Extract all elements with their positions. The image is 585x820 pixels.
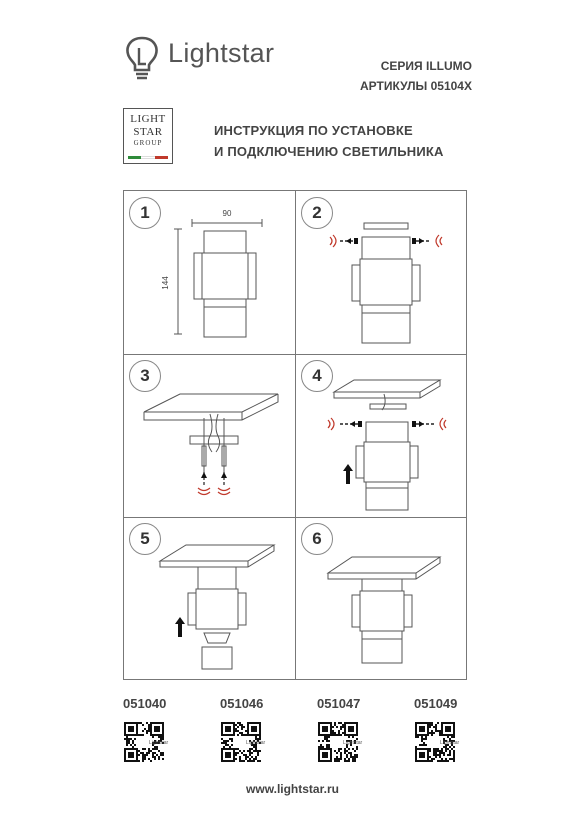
- lightstar-logo-icon: [126, 36, 158, 80]
- grid-divider: [295, 191, 296, 679]
- product-code-1: 051040: [123, 696, 167, 711]
- articles-title: АРТИКУЛЫ 05104X: [360, 79, 472, 93]
- step-2-panel: 2: [296, 191, 468, 354]
- qr-code-icon[interactable]: [415, 722, 455, 762]
- group-logo-line2: STAR: [133, 126, 163, 138]
- step-4-attach-illustration: [327, 379, 447, 511]
- website-link[interactable]: www.lightstar.ru: [246, 782, 339, 796]
- step-1-panel: 1 90 144: [124, 191, 296, 354]
- qr-label-3: Lightstar: [343, 740, 363, 746]
- step-5-insert-lamp-illustration: [158, 544, 276, 670]
- product-code-3: 051047: [317, 696, 361, 711]
- step-6-number: 6: [301, 523, 333, 555]
- group-logo-line3: GROUP: [133, 139, 163, 147]
- product-code-4: 051049: [414, 696, 458, 711]
- instruction-line1: ИНСТРУКЦИЯ ПО УСТАНОВКЕ: [214, 123, 413, 138]
- qr-code-icon[interactable]: [124, 722, 164, 762]
- step-1-number: 1: [129, 197, 161, 229]
- brand-name: Lightstar: [168, 38, 275, 68]
- qr-code-icon[interactable]: [318, 722, 358, 762]
- step-6-panel: 6: [296, 517, 468, 680]
- step-3-number: 3: [129, 360, 161, 392]
- step-1-dimensions-illustration: 90 144: [161, 209, 263, 338]
- instruction-line2: И ПОДКЛЮЧЕНИЮ СВЕТИЛЬНИКА: [214, 144, 444, 159]
- qr-label-4: Lightstar: [440, 740, 460, 746]
- width-label: 90: [223, 209, 232, 218]
- qr-label-1: Lightstar: [149, 740, 169, 746]
- step-4-number: 4: [301, 360, 333, 392]
- step-2-screws-illustration: [329, 222, 443, 344]
- step-4-panel: 4: [296, 354, 468, 517]
- step-3-mounting-plate-illustration: [143, 393, 279, 496]
- light-star-group-logo: LIGHT STAR GROUP: [123, 108, 173, 164]
- italian-flag-icon: [128, 156, 168, 159]
- steps-grid: 1 90 144 2: [123, 190, 467, 680]
- step-5-panel: 5: [124, 517, 296, 680]
- qr-code-icon[interactable]: [221, 722, 261, 762]
- series-title: СЕРИЯ ILLUMO: [380, 59, 472, 73]
- instruction-title: ИНСТРУКЦИЯ ПО УСТАНОВКЕ И ПОДКЛЮЧЕНИЮ СВ…: [214, 120, 444, 162]
- step-3-panel: 3: [124, 354, 296, 517]
- product-code-2: 051046: [220, 696, 264, 711]
- step-6-installed-illustration: [326, 556, 442, 664]
- step-5-number: 5: [129, 523, 161, 555]
- group-logo-line1: LIGHT: [130, 113, 166, 125]
- qr-label-2: Lightstar: [246, 740, 266, 746]
- series-info: СЕРИЯ ILLUMO АРТИКУЛЫ 05104X: [360, 56, 472, 96]
- step-2-number: 2: [301, 197, 333, 229]
- height-label: 144: [161, 276, 170, 290]
